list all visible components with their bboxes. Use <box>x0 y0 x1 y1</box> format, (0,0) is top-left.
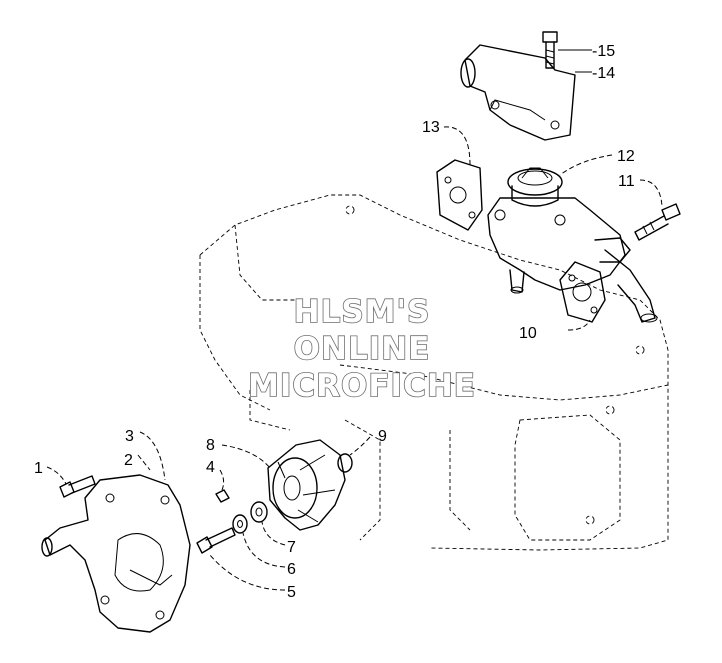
callout-3: 3 <box>125 428 134 445</box>
watermark-line-2: ONLINE <box>294 331 431 367</box>
callout-8: 8 <box>206 437 215 454</box>
watermark-line-3: MICROFICHE <box>248 368 476 404</box>
water-pump-cover <box>41 474 191 633</box>
callout-9: 9 <box>378 428 387 445</box>
callout-14: -14 <box>592 65 615 82</box>
callout-labels: 1 2 3 4 5 6 7 8 9 10 11 12 13 -14 -15 <box>34 43 635 601</box>
watermark-line-1: HLSM'S <box>294 294 431 330</box>
outlet-gasket <box>559 261 606 323</box>
washer <box>232 514 248 534</box>
callout-2: 2 <box>124 452 133 469</box>
impeller-bolt <box>196 527 236 554</box>
thermostat-housing-cover <box>460 44 576 141</box>
callout-6: 6 <box>287 561 296 578</box>
callout-10: 10 <box>519 325 537 342</box>
water-pump-body <box>487 197 658 323</box>
seal-ring <box>337 453 353 473</box>
cover-bolt <box>59 475 96 498</box>
pump-bolt <box>634 203 681 241</box>
callout-12: 12 <box>617 148 635 165</box>
engine-block-outline <box>199 194 669 551</box>
callout-7: 7 <box>287 539 296 556</box>
callout-13: 13 <box>422 119 440 136</box>
callout-11: 11 <box>618 173 635 190</box>
housing-bolt <box>542 31 558 69</box>
thermostat <box>507 167 563 207</box>
seal <box>250 501 268 523</box>
callout-5: 5 <box>287 584 296 601</box>
watermark: HLSM'S ONLINE MICROFICHE <box>247 293 476 405</box>
housing-gasket <box>436 159 483 231</box>
leader-lines <box>46 49 663 591</box>
callout-1: 1 <box>34 460 43 477</box>
dowel-pin <box>215 489 230 503</box>
impeller <box>267 439 346 531</box>
callout-4: 4 <box>206 459 215 476</box>
callout-15: -15 <box>592 43 615 60</box>
